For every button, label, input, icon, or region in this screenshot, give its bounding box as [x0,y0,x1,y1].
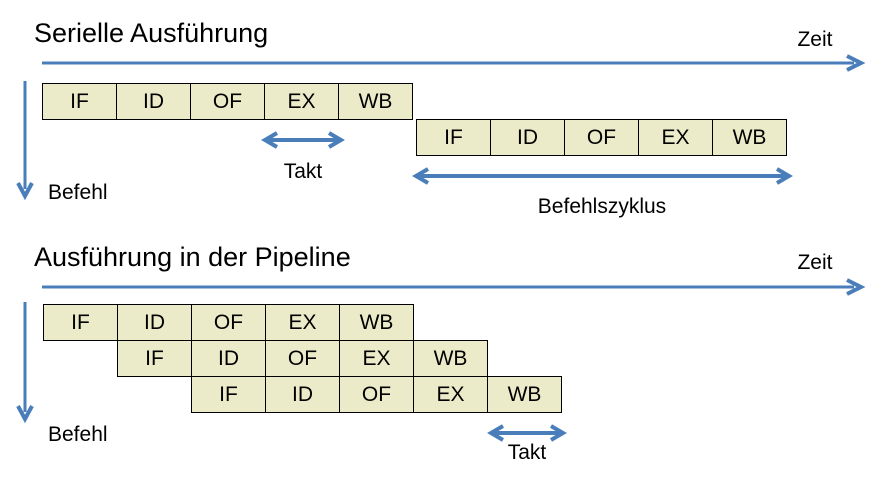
time-axis-arrow-serial [42,54,866,72]
stage-box: ID [191,340,266,377]
stage-box: IF [117,340,192,377]
befehlszyklus-range-arrow [412,167,793,185]
stage-box: WB [413,340,488,377]
stage-box: WB [339,304,414,341]
serial-befehl-axis-label: Befehl [48,181,108,204]
stage-box: IF [416,119,491,156]
stage-box: EX [638,119,713,156]
stage-box: EX [413,376,488,413]
instruction-axis-arrow-pipeline [16,302,34,424]
stage-box: OF [190,83,265,120]
stage-box: ID [117,304,192,341]
stage-box: WB [487,376,562,413]
serial-takt-label: Takt [283,160,323,183]
stage-box: ID [265,376,340,413]
pipeline-takt-label: Takt [507,441,547,464]
stage-box: IF [191,376,266,413]
serial-instruction-1-row: IF ID OF EX WB [42,83,413,120]
pipeline-time-axis-label: Zeit [797,251,833,274]
stage-box: EX [265,304,340,341]
stage-box: IF [42,83,117,120]
takt-range-arrow-serial [261,131,345,149]
stage-box: EX [339,340,414,377]
stage-box: OF [339,376,414,413]
serial-instruction-2-row: IF ID OF EX WB [416,119,787,156]
pipeline-instruction-2-row: IF ID OF EX WB [117,340,488,377]
serial-time-axis-label: Zeit [797,28,833,51]
stage-box: WB [712,119,787,156]
pipeline-section-title: Ausführung in der Pipeline [34,242,351,272]
pipeline-instruction-3-row: IF ID OF EX WB [191,376,562,413]
stage-box: EX [264,83,339,120]
serial-section-title: Serielle Ausführung [34,18,269,48]
stage-box: OF [564,119,639,156]
stage-box: ID [116,83,191,120]
stage-box: ID [490,119,565,156]
pipeline-instruction-1-row: IF ID OF EX WB [43,304,414,341]
stage-box: OF [265,340,340,377]
pipeline-befehl-axis-label: Befehl [48,423,108,446]
stage-box: WB [338,83,413,120]
stage-box: OF [191,304,266,341]
instruction-axis-arrow-serial [16,81,34,201]
stage-box: IF [43,304,118,341]
time-axis-arrow-pipeline [42,278,866,296]
takt-range-arrow-pipeline [487,424,567,442]
befehlszyklus-label: Befehlszyklus [537,195,667,218]
